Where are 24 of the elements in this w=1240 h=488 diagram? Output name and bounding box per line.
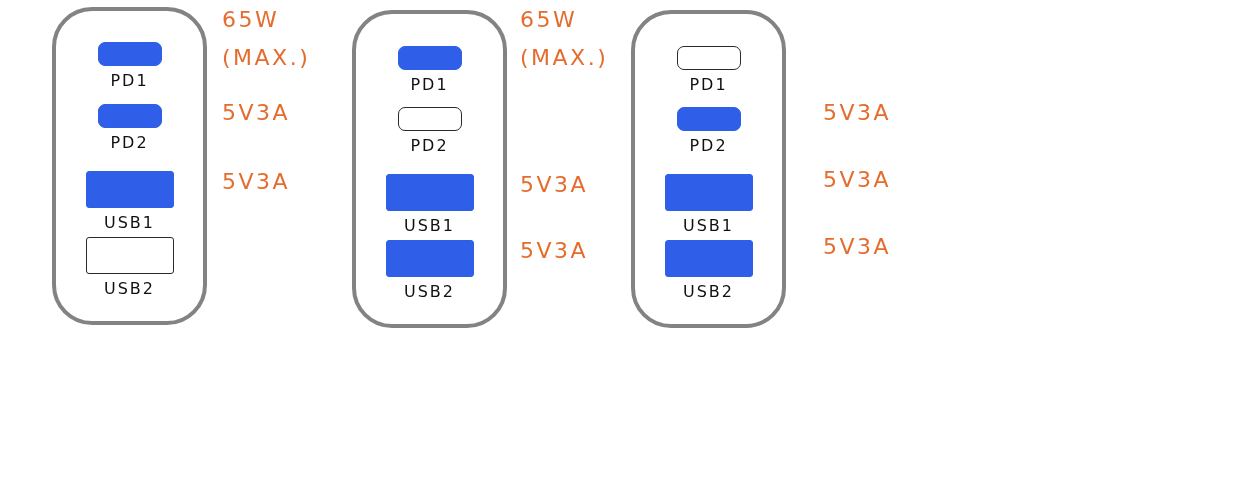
- charger-outline: [631, 10, 786, 328]
- charger-outline: [52, 7, 207, 325]
- port-label: PD1: [110, 71, 149, 91]
- power-rating: 5V3A: [222, 168, 291, 196]
- port-label: PD1: [689, 75, 728, 95]
- power-rating: 65W (MAX.): [222, 6, 311, 72]
- port-label: USB2: [104, 279, 155, 299]
- port-label: PD1: [410, 75, 449, 95]
- port-label: USB1: [404, 216, 455, 236]
- power-rating: 5V3A: [520, 237, 589, 265]
- port-label: USB1: [104, 213, 155, 233]
- port-label: PD2: [110, 133, 149, 153]
- port-label: PD2: [689, 136, 728, 156]
- power-rating: 5V3A: [823, 166, 892, 194]
- power-rating: 5V3A: [222, 99, 291, 127]
- port-label: PD2: [410, 136, 449, 156]
- charger-outline: [352, 10, 507, 328]
- power-rating: 5V3A: [520, 171, 589, 199]
- power-rating: 5V3A: [823, 99, 892, 127]
- port-label: USB2: [404, 282, 455, 302]
- port-label: USB2: [683, 282, 734, 302]
- port-label: USB1: [683, 216, 734, 236]
- power-rating: 5V3A: [823, 233, 892, 261]
- power-rating: 65W (MAX.): [520, 6, 609, 72]
